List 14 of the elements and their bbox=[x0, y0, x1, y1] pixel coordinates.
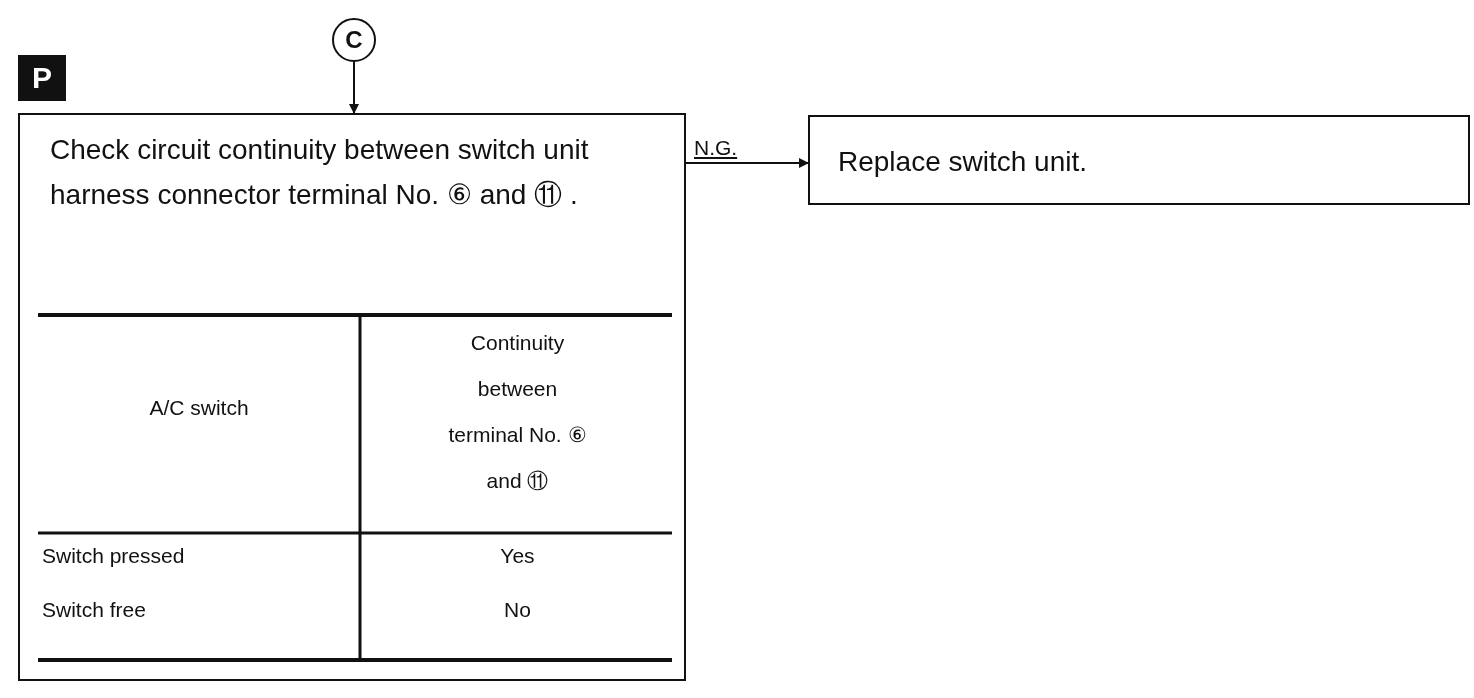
process-box bbox=[808, 115, 1470, 205]
step-text: Replace switch unit. bbox=[838, 145, 1088, 179]
table-cell-text: Switch pressed bbox=[42, 543, 185, 569]
arrow bbox=[685, 158, 809, 168]
table-cell-text: Switch free bbox=[42, 597, 146, 623]
table-cell-text: A/C switch bbox=[149, 395, 249, 421]
arrow bbox=[349, 61, 359, 114]
connector-circle: C bbox=[332, 18, 376, 62]
table-cell-text: Continuity between terminal No. ⑥ and ⑪ bbox=[447, 330, 588, 494]
process-box bbox=[18, 113, 686, 681]
table-cell-text: No bbox=[504, 597, 531, 623]
step-text: Check circuit continuity between switch unit harness connector terminal No. ⑥ and ⑪ . bbox=[50, 133, 590, 212]
section-badge: P bbox=[18, 55, 66, 101]
table-cell-text: Yes bbox=[500, 543, 535, 569]
